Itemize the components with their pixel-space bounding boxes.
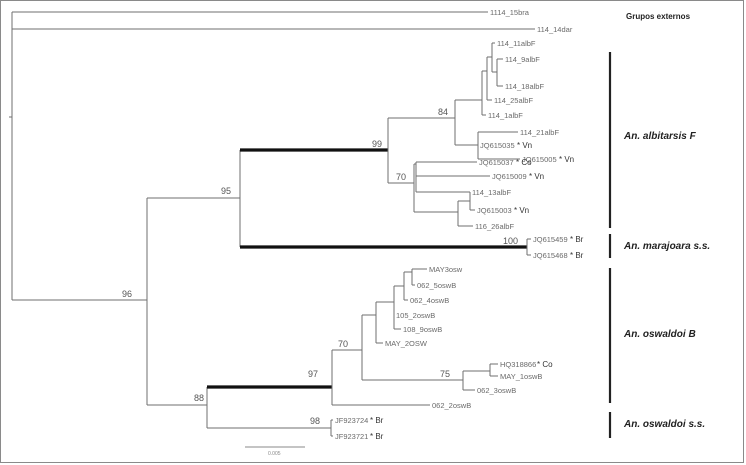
clade-label-oswaldoi-ss: An. oswaldoi s.s. xyxy=(623,419,705,430)
scale-bar: 0.005 xyxy=(245,446,305,457)
bootstrap-value: 70 xyxy=(338,339,348,349)
leaf-label: JF923721 xyxy=(335,432,368,441)
clade-label-oswaldoi-b: An. oswaldoi B xyxy=(623,329,696,340)
leaf-label: 116_26albF xyxy=(475,222,514,231)
bootstrap-values: 84 99 95 70 100 96 70 97 75 88 98 xyxy=(122,107,518,426)
bootstrap-value: 88 xyxy=(194,393,204,403)
bootstrap-value: 98 xyxy=(310,416,320,426)
leaf-label: 062_3oswB xyxy=(477,386,516,395)
leaf-label: MAY_1oswB xyxy=(500,372,542,381)
leaf-label: 114_18albF xyxy=(505,82,544,91)
bootstrap-value: 84 xyxy=(438,107,448,117)
leaf-country-mark: * Br xyxy=(570,235,584,244)
leaf-label: 105_2oswB xyxy=(396,311,435,320)
clade-annotations: Grupos externos An. albitarsis F An. mar… xyxy=(608,12,710,438)
bootstrap-value: 70 xyxy=(396,172,406,182)
outgroup-label: Grupos externos xyxy=(626,12,691,21)
leaf-country-mark: * Co xyxy=(516,158,532,167)
leaf-country-mark: * Co xyxy=(537,360,553,369)
leaf-label: 114_25albF xyxy=(494,96,533,105)
leaf-label: 108_9oswB xyxy=(403,325,442,334)
leaf-label: JQ615003 xyxy=(477,206,512,215)
leaf-country-mark: * Vn xyxy=(514,206,529,215)
leaf-label: JQ615035 xyxy=(480,141,515,150)
leaf-label: JQ615037 xyxy=(479,158,514,167)
bootstrap-value: 96 xyxy=(122,289,132,299)
leaf-label: JQ615005 xyxy=(522,155,557,164)
leaf-country-mark: * Br xyxy=(370,416,384,425)
leaf-label: JQ615468 xyxy=(533,251,568,260)
scale-bar-label: 0.005 xyxy=(268,451,281,457)
leaf-label: 062_5oswB xyxy=(417,281,456,290)
leaf-label: MAY_2OSW xyxy=(385,339,428,348)
tree-branches xyxy=(9,11,535,437)
leaf-label: MAY3osw xyxy=(429,265,463,274)
leaf-country-mark: * Vn xyxy=(517,141,532,150)
clade-label-albitarsis: An. albitarsis F xyxy=(623,131,697,142)
leaf-label: 1114_15bra xyxy=(490,8,530,17)
leaf-label: JQ615009 xyxy=(492,172,527,181)
leaf-label: 114_13albF xyxy=(472,188,511,197)
bootstrap-value: 100 xyxy=(503,236,518,246)
bootstrap-value: 99 xyxy=(372,139,382,149)
leaf-label: HQ318866 xyxy=(500,360,536,369)
leaf-label: 114_11albF xyxy=(497,39,536,48)
leaf-country-mark: * Vn xyxy=(529,172,544,181)
leaf-country-mark: * Br xyxy=(370,432,384,441)
clade-label-marajoara: An. marajoara s.s. xyxy=(623,241,710,252)
leaf-label: 062_4oswB xyxy=(410,296,449,305)
leaf-label: JQ615459 xyxy=(533,235,568,244)
leaf-label: 114_21albF xyxy=(520,128,559,137)
bootstrap-value: 95 xyxy=(221,186,231,196)
leaf-label: 114_9albF xyxy=(505,55,540,64)
bootstrap-value: 97 xyxy=(308,369,318,379)
leaf-country-mark: * Br xyxy=(570,251,584,260)
leaf-label: JF923724 xyxy=(335,416,368,425)
leaf-label: 062_2oswB xyxy=(432,401,471,410)
leaf-labels: 1114_15bra 114_14dar 114_11albF 114_9alb… xyxy=(335,8,584,441)
leaf-country-mark: * Vn xyxy=(559,155,574,164)
leaf-label: 114_14dar xyxy=(537,25,573,34)
leaf-label: 114_1albF xyxy=(488,111,523,120)
bootstrap-value: 75 xyxy=(440,369,450,379)
